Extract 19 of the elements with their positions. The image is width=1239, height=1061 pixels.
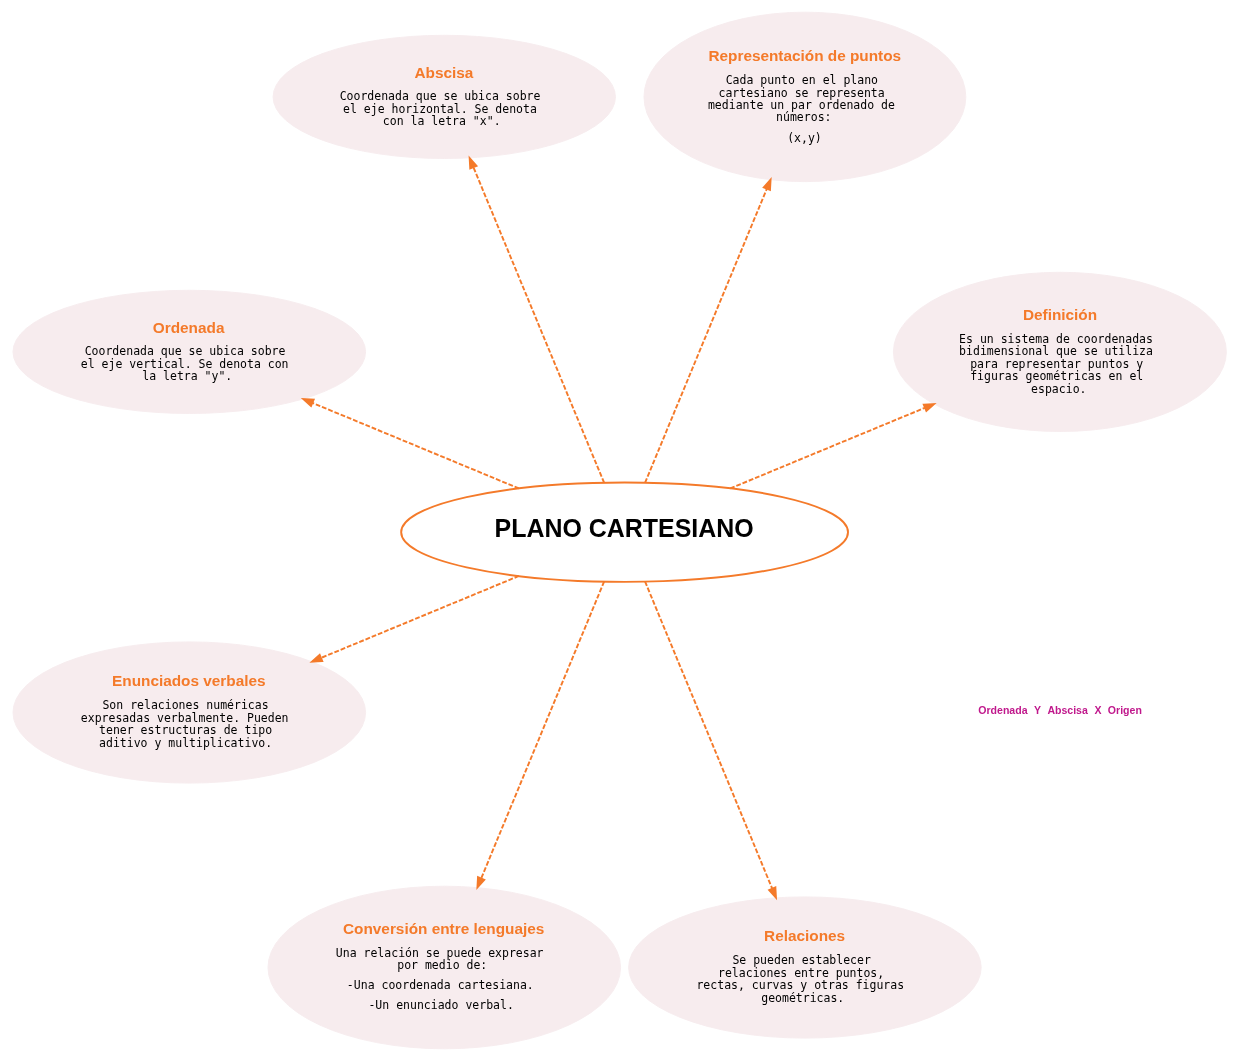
node-ellipse: Abscisa Coordenada que se ubica sobre el eje horizontal. Se denota con la letra "x".	[272, 34, 616, 159]
label: Ordenada	[978, 704, 1028, 717]
arrow	[644, 177, 772, 484]
node-ellipse: Enunciados verbales Son relaciones numéricas expresadas verbalmente. Pueden tener estructuras de tipo aditivo y multiplicativo.	[12, 641, 367, 784]
label: Origen	[1107, 704, 1142, 717]
arrow	[729, 402, 937, 490]
arrow	[300, 398, 520, 490]
label: X	[1094, 704, 1102, 717]
label: Y	[1033, 704, 1042, 717]
node-ellipse: Relaciones Se pueden establecer relaciones entre puntos, rectas, curvas y otras figuras geométricas.	[628, 896, 982, 1039]
node-ellipse: PLANO CARTESIANO	[400, 481, 849, 583]
node-ellipse: Representación de puntos Cada punto en el plano cartesiano se representa mediante un par ordenado de números: (x,y)	[643, 11, 967, 183]
node-ellipse: Ordenada Coordenada que se ubica sobre el eje vertical. Se denota con la letra "y".	[12, 289, 367, 414]
arrow	[476, 580, 606, 891]
node-ellipse: Conversión entre lenguajes Una relación se puede expresar por medio de: -Una coordenada cartesiana. -Un enunciado verbal.	[267, 885, 622, 1050]
arrow	[644, 580, 778, 901]
label: Abscisa	[1047, 704, 1088, 717]
arrow	[468, 155, 606, 484]
arrow	[309, 575, 520, 663]
